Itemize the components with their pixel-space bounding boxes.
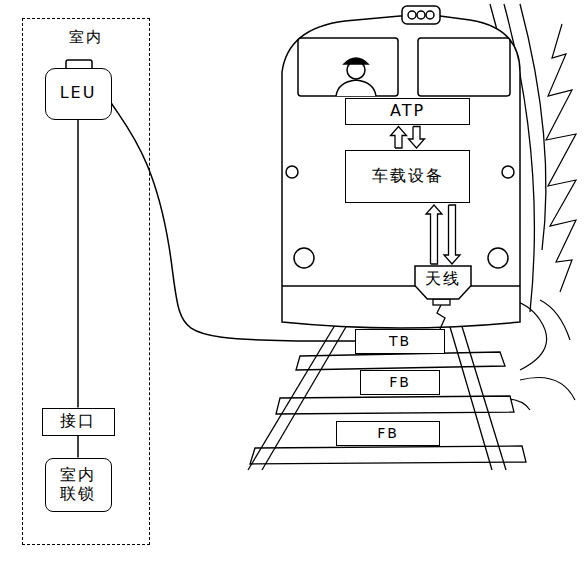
signal-arrows bbox=[391, 127, 425, 149]
tunnel-arc bbox=[520, 4, 546, 250]
atp-box: ATP bbox=[345, 98, 470, 125]
buffer-lamp bbox=[294, 248, 314, 268]
onboard-equipment-box: 车载设备 bbox=[345, 150, 470, 203]
rail bbox=[248, 320, 338, 470]
leu-box: LEU bbox=[45, 68, 112, 120]
node-label: LEU bbox=[60, 84, 97, 102]
fb-balise: FB bbox=[336, 421, 440, 446]
headlight-box bbox=[402, 6, 440, 24]
interface-box: 接口 bbox=[42, 408, 115, 436]
hollow-arrow bbox=[444, 205, 460, 264]
left-window bbox=[298, 38, 398, 96]
signal-arrows bbox=[426, 205, 460, 264]
antenna-shape: 天线 bbox=[415, 266, 471, 299]
sleeper bbox=[276, 396, 514, 414]
side-lamp bbox=[286, 166, 298, 178]
skirt-line bbox=[282, 285, 520, 287]
hollow-arrow bbox=[426, 205, 442, 264]
antenna-emitter bbox=[433, 299, 450, 305]
cable-line bbox=[112, 104, 356, 342]
node-label: 室内 bbox=[69, 29, 103, 46]
cable bbox=[112, 104, 356, 342]
antenna-outline-shape bbox=[415, 266, 471, 299]
wire-line bbox=[77, 120, 79, 408]
wire-line bbox=[77, 436, 79, 458]
tb-balise: TB bbox=[355, 329, 445, 354]
node-label: FB bbox=[377, 425, 399, 441]
signal-zigzag bbox=[437, 305, 445, 329]
node-label: FB bbox=[389, 374, 411, 390]
sleeper bbox=[250, 446, 526, 464]
track bbox=[248, 320, 526, 470]
interlocking-box: 室内 联锁 bbox=[45, 458, 112, 512]
right-window bbox=[418, 38, 510, 96]
indoor-region: 室内 LEU 接口室内 联锁 bbox=[22, 18, 150, 545]
hollow-arrow bbox=[391, 127, 407, 149]
sleeper bbox=[296, 352, 505, 370]
bush bbox=[540, 300, 570, 340]
wire bbox=[78, 436, 79, 458]
headlight bbox=[408, 11, 416, 19]
rail bbox=[262, 320, 350, 470]
node-label: 天线 bbox=[425, 270, 461, 288]
tree bbox=[546, 24, 576, 292]
driver-body bbox=[336, 80, 376, 96]
bush bbox=[520, 378, 575, 401]
train-front bbox=[282, 16, 520, 328]
fb-balise: FB bbox=[360, 370, 440, 395]
rail bbox=[460, 320, 506, 470]
train-body bbox=[282, 6, 520, 328]
node-label: ATP bbox=[390, 102, 425, 120]
rail bbox=[448, 320, 492, 470]
side-lamp bbox=[502, 166, 514, 178]
node-label: TB bbox=[389, 333, 411, 349]
node-label: 车载设备 bbox=[372, 167, 444, 185]
driver-hat bbox=[344, 58, 368, 64]
node-label: 接口 bbox=[60, 412, 96, 430]
headlight bbox=[426, 11, 434, 19]
hollow-arrow bbox=[409, 127, 425, 149]
wire bbox=[78, 120, 79, 408]
headlight bbox=[417, 11, 425, 19]
node-label: 室内 联锁 bbox=[54, 466, 102, 503]
buffer-lamp bbox=[488, 248, 508, 268]
